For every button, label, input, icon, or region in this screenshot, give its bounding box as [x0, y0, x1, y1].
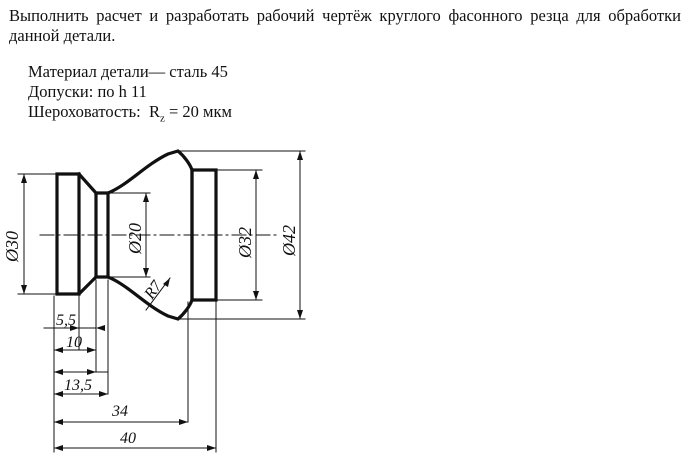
dim-length-34: 34	[111, 403, 128, 420]
roughness-spec: Шероховатость: Rz = 20 мкм	[28, 102, 232, 128]
dim-length-40: 40	[120, 430, 136, 447]
dim-diameter-42: Ø42	[279, 225, 299, 257]
dim-diameter-30: Ø30	[2, 231, 22, 263]
dim-diameter-32: Ø32	[235, 227, 255, 259]
dim-length-5-5: 5,5	[56, 312, 76, 329]
dim-length-10: 10	[66, 334, 82, 351]
roughness-label: Шероховатость:	[28, 102, 141, 121]
roughness-symbol: R	[148, 102, 160, 121]
extension-lines	[17, 150, 306, 453]
task-statement: Выполнить расчет и разработать рабочий ч…	[9, 6, 681, 45]
material-spec: Материал детали— сталь 45	[28, 62, 228, 81]
roughness-value: = 20 мкм	[168, 102, 232, 121]
arrowheads	[21, 151, 303, 451]
dim-length-13-5: 13,5	[64, 377, 92, 394]
roughness-subscript: z	[159, 112, 165, 125]
tolerance-spec: Допуски: по h 11	[28, 82, 147, 101]
dim-diameter-20: Ø20	[125, 223, 145, 255]
diameter-dims	[23, 150, 301, 320]
part-drawing: Ø30 Ø20 Ø32 Ø42 R7 5,5 10 13,5 34 40	[2, 149, 306, 453]
